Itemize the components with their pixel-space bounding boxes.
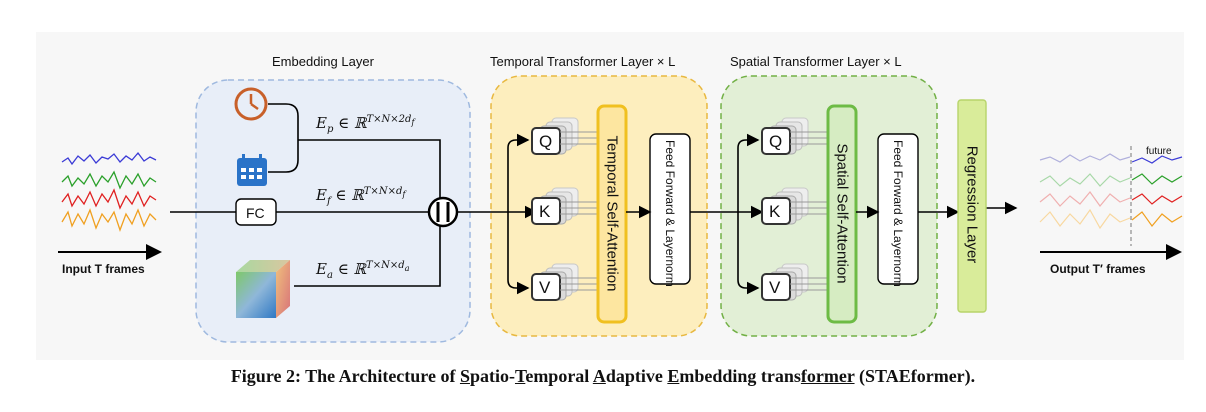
spatial-k-label: K — [769, 202, 781, 221]
spatial-ffn-label: Feed Forward & Layernorm — [891, 140, 905, 287]
output-series — [1039, 153, 1183, 230]
temporal-attention-block — [596, 104, 628, 324]
output-label: Output T′ frames — [1050, 262, 1146, 276]
spatial-attention-block — [826, 104, 858, 324]
caption-daptive: daptive — [605, 366, 668, 386]
temporal-k-label: K — [539, 202, 551, 221]
clock-icon — [234, 87, 268, 121]
temporal-layer-title: Temporal Transformer Layer × L — [490, 54, 676, 69]
cube-icon — [236, 260, 290, 318]
caption-a: A — [592, 366, 606, 386]
spatial-attention-label: Spatial Self-Attention — [833, 143, 851, 284]
concat-node — [427, 196, 459, 228]
caption-e: E — [667, 366, 680, 386]
caption-patio: patio- — [469, 366, 515, 386]
spatial-qkv-stacks — [761, 117, 828, 301]
caption-former: former — [800, 366, 855, 386]
caption-t: T — [514, 366, 526, 386]
ea-formula: Ea ∈ ℝT×N×da — [316, 260, 410, 281]
temporal-ffn-label: Feed Forward & Layernorm — [663, 140, 677, 287]
fc-box — [235, 198, 277, 226]
temporal-qkv-stacks — [531, 117, 598, 301]
spatial-v-label: V — [769, 278, 781, 297]
temporal-v-label: V — [539, 278, 551, 297]
ef-formula: Ef ∈ ℝT×N×df — [316, 186, 406, 207]
temporal-q-label: Q — [539, 132, 553, 151]
input-label: Input T frames — [62, 262, 145, 276]
calendar-icon — [237, 154, 267, 186]
spatial-q-label: Q — [769, 132, 783, 151]
future-label: future — [1146, 146, 1172, 157]
figure-caption: Figure 2: The Architecture of Spatio-Tem… — [0, 366, 1206, 387]
input-series — [61, 151, 157, 232]
embedding-layer-title: Embedding Layer — [272, 54, 374, 69]
spatial-layer-title: Spatial Transformer Layer × L — [730, 54, 902, 69]
ep-formula: Ep ∈ ℝT×N×2df — [316, 114, 415, 135]
temporal-attention-label: Temporal Self-Attention — [603, 135, 621, 292]
regression-layer-label: Regression Layer — [963, 145, 981, 264]
caption-emporal: emporal — [525, 366, 593, 386]
regression-layer-block — [957, 99, 987, 313]
caption-mbedding: mbedding trans — [679, 366, 801, 386]
fc-label: FC — [246, 205, 265, 221]
caption-suffix: (STAEformer). — [854, 366, 976, 386]
caption-s: S — [459, 366, 470, 386]
caption-prefix: Figure 2: The Architecture of — [230, 366, 460, 386]
